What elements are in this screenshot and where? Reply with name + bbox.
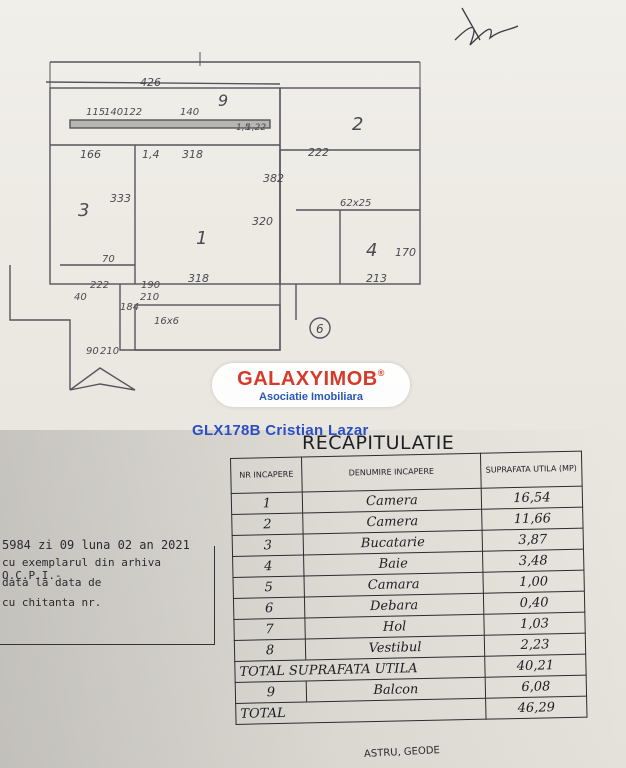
floor-plan-drawing: 426 115 140 122 140 1,5 1,22 166 1,4 318… (9, 7, 519, 391)
svg-text:115: 115 (86, 107, 105, 118)
ocpi-stamp: 5984 zi 09 luna 02 an 2021 cu exemplarul… (0, 538, 218, 654)
balcony-area: 6,08 (485, 675, 587, 699)
registered-mark: ® (377, 368, 385, 378)
agency-brand: GALAXYIMOB® (212, 368, 410, 391)
row-area: 3,48 (482, 549, 584, 573)
svg-text:333: 333 (110, 192, 131, 205)
svg-text:140: 140 (180, 107, 199, 118)
row-nr: 1 (231, 491, 303, 515)
svg-text:1,5: 1,5 (236, 123, 251, 133)
svg-text:318: 318 (188, 272, 209, 285)
svg-text:90: 90 (86, 346, 99, 357)
balcony-nr: 9 (235, 680, 307, 704)
agency-subtitle: Asociatie Imobiliara (259, 391, 363, 403)
total-useful-value: 40,21 (484, 654, 587, 678)
svg-text:2: 2 (352, 114, 363, 135)
stamp-line-date-issued: data la data de (2, 576, 102, 589)
svg-text:40: 40 (74, 292, 87, 303)
svg-text:1,22: 1,22 (246, 123, 266, 133)
header-nr: NR INCAPERE (230, 457, 303, 494)
svg-text:222: 222 (90, 280, 109, 291)
row-nr: 7 (233, 617, 306, 641)
stamp-line-archive: cu exemplarul din arhiva O.C.P.I.- (2, 556, 161, 582)
row-area: 3,87 (482, 528, 584, 552)
svg-text:122: 122 (123, 107, 142, 118)
svg-text:4: 4 (366, 240, 377, 261)
row-area: 1,03 (483, 612, 586, 636)
stamp-line-date: 5984 zi 09 luna 02 an 2021 (2, 538, 190, 552)
row-nr: 8 (234, 638, 306, 662)
svg-text:166: 166 (80, 148, 101, 161)
svg-text:16x6: 16x6 (154, 316, 179, 327)
svg-text:9: 9 (218, 91, 228, 110)
stamp-line-receipt: cu chitanta nr. (2, 596, 102, 609)
recap-title: RECAPITULATIE (302, 432, 455, 454)
stamp-border (0, 546, 215, 645)
svg-text:190: 190 (141, 280, 160, 291)
row-area: 11,66 (481, 507, 584, 531)
svg-text:6: 6 (316, 322, 324, 336)
svg-text:1,4: 1,4 (142, 148, 160, 161)
svg-text:318: 318 (182, 148, 203, 161)
recap-table-wrapper: NR INCAPERE DENUMIRE INCAPERE SUPRAFATA … (230, 451, 588, 725)
row-nr: 5 (233, 575, 305, 599)
brand-text: GALAXYIMOB (237, 368, 378, 390)
svg-text:184: 184 (120, 302, 139, 313)
agency-watermark: GALAXYIMOB® Asociatie Imobiliara (212, 363, 410, 407)
header-name: DENUMIRE INCAPERE (301, 453, 482, 492)
page-shadow (0, 430, 626, 768)
svg-text:70: 70 (102, 254, 115, 265)
row-area: 1,00 (482, 570, 585, 594)
svg-text:222: 222 (308, 146, 329, 159)
svg-text:426: 426 (140, 76, 161, 89)
svg-text:210: 210 (140, 292, 159, 303)
total-value: 46,29 (485, 696, 588, 720)
svg-text:1: 1 (196, 228, 207, 249)
recap-table: NR INCAPERE DENUMIRE INCAPERE SUPRAFATA … (230, 451, 588, 725)
svg-text:62x25: 62x25 (340, 198, 371, 209)
row-area: 0,40 (483, 591, 585, 615)
svg-text:320: 320 (252, 215, 273, 228)
svg-text:140: 140 (104, 107, 123, 118)
svg-text:170: 170 (395, 246, 416, 259)
svg-text:3: 3 (78, 200, 89, 221)
svg-text:382: 382 (263, 172, 284, 185)
row-nr: 3 (232, 533, 304, 557)
row-nr: 2 (231, 512, 304, 536)
svg-text:213: 213 (366, 272, 387, 285)
row-nr: 6 (233, 596, 305, 620)
header-area: SUPRAFATA UTILA (MP) (480, 451, 583, 489)
row-nr: 4 (232, 554, 304, 578)
row-area: 2,23 (484, 633, 586, 657)
svg-text:210: 210 (100, 346, 119, 357)
agent-code: GLX178B Cristian Lazar (192, 422, 369, 439)
row-area: 16,54 (481, 486, 583, 510)
